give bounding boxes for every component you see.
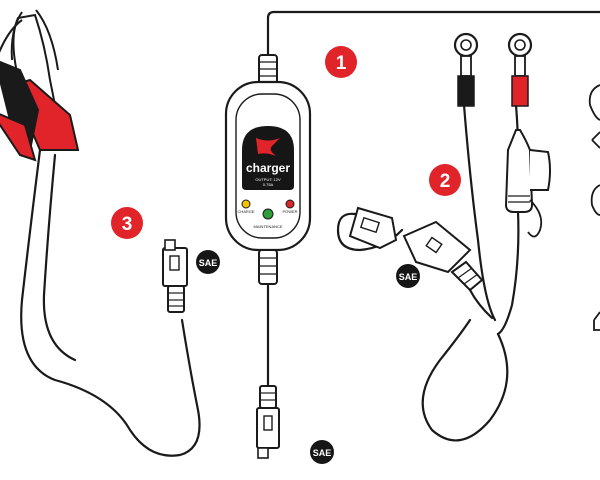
sae-connector-icon [162,239,188,313]
spec-line-2: 0.75A [263,182,274,187]
partial-edge-icons [588,84,600,331]
power-label: POWER [282,209,297,214]
callout-2: 2 [429,164,461,196]
callout-3: 3 [111,207,143,239]
alligator-clamps-icon [0,9,80,162]
sae-badge: SAE [396,264,420,288]
spec-line-1: OUTPUT: 12V [255,177,281,182]
charger-unit: charger OUTPUT: 12V 0.75A CHARGE POWER M… [224,54,312,285]
callout-2-number: 2 [440,171,451,192]
sae-connector-icon [256,385,280,459]
charge-led [241,199,251,209]
brand-label: charger [246,161,290,175]
callout-1: 1 [325,46,357,78]
ring-terminal-icon [453,32,533,107]
logo-x-icon [256,138,280,156]
sae-badge-label: SAE [399,272,418,282]
callout-1-number: 1 [336,53,347,74]
maintenance-label: MAINTENANCE [253,224,282,229]
sae-badge: SAE [196,250,220,274]
power-led [285,199,295,209]
charge-label: CHARGE [237,209,254,214]
sae-badge: SAE [310,440,334,464]
sae-badge-label: SAE [313,448,332,458]
sae-badge-label: SAE [199,258,218,268]
sae-connector-icon [348,206,484,292]
inline-fuse-holder-icon [504,129,551,238]
maintenance-led [262,208,274,220]
display-panel [242,126,294,190]
callout-3-number: 3 [122,214,133,235]
